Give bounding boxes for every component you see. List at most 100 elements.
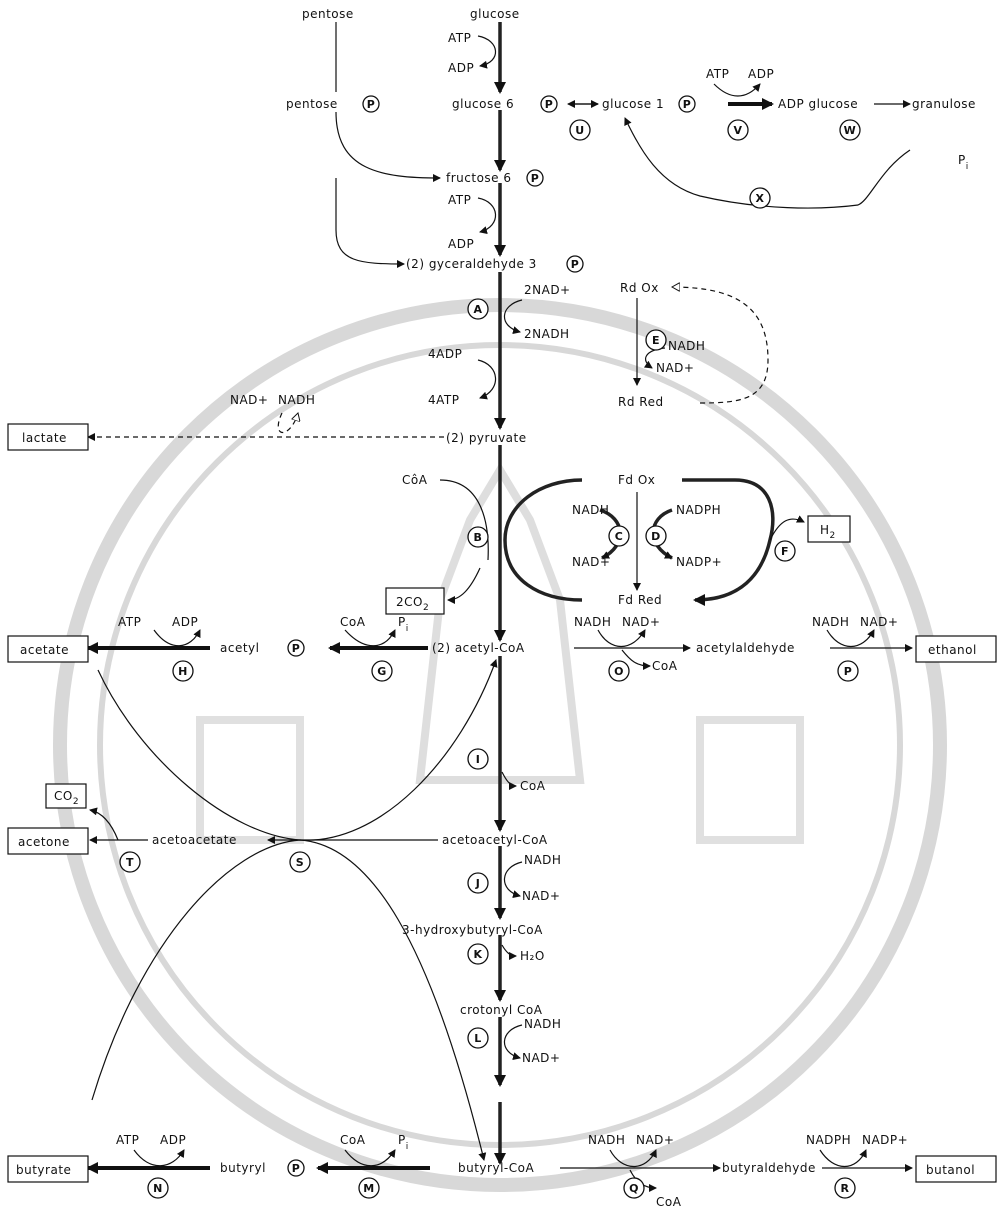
pentose-p-label: pentose <box>286 97 338 111</box>
enzyme-k: K <box>468 944 488 964</box>
nadh-l-label: NADH <box>524 1017 561 1031</box>
phosphate-pentose-text: P <box>367 98 376 111</box>
enzyme-t: T <box>120 852 140 872</box>
pentose-label: pentose <box>302 7 354 21</box>
pi-x-sub: i <box>966 162 969 172</box>
acetyl-p-label: acetyl <box>220 641 259 655</box>
enzyme-j: J <box>468 873 488 893</box>
butyrate-label: butyrate <box>16 1163 71 1177</box>
atp4-label: 4ATP <box>428 393 459 407</box>
enzyme-f: F <box>775 541 795 561</box>
nadh-q-label: NADH <box>588 1133 625 1147</box>
pi-m-main: P <box>398 1133 406 1147</box>
enzyme-j-text: J <box>475 877 481 890</box>
enzyme-p: P <box>838 661 858 681</box>
enzyme-a: A <box>468 299 488 319</box>
nadh-c-label: NADH <box>572 503 609 517</box>
adp-n-label: ADP <box>160 1133 186 1147</box>
co2-main: CO <box>54 789 73 803</box>
phosphate-glucose6: P <box>541 96 557 112</box>
enzyme-c-text: C <box>615 530 624 543</box>
pentose-branch <box>336 22 440 264</box>
nad-e-label: NAD+ <box>656 361 694 375</box>
butyryl-coa-label: butyryl-CoA <box>458 1161 534 1175</box>
fd-ox-label: Fd Ox <box>618 473 655 487</box>
enzyme-t-text: T <box>126 856 134 869</box>
enzyme-m: M <box>359 1178 379 1198</box>
adp4-label: 4ADP <box>428 347 462 361</box>
enzyme-i: I <box>468 749 488 769</box>
enzyme-s-text: S <box>296 856 304 869</box>
granulose-label: granulose <box>912 97 976 111</box>
co2-sub: 2 <box>73 797 79 807</box>
phosphate-fructose6-text: P <box>531 172 540 185</box>
enzyme-h-text: H <box>178 665 188 678</box>
phosphate-pentose: P <box>363 96 379 112</box>
phosphate-acetyl-text: P <box>292 642 301 655</box>
enzyme-v: V <box>728 120 748 140</box>
phosphate-glucose1: P <box>679 96 695 112</box>
phosphate-butyryl-text: P <box>292 1162 301 1175</box>
co2-pyr-main: 2CO <box>396 595 423 609</box>
atp-v-label: ATP <box>706 67 729 81</box>
phosphate-glucose6-text: P <box>545 98 554 111</box>
h2-main: H <box>820 523 830 537</box>
coa-m-label: CoA <box>340 1133 366 1147</box>
enzyme-n: N <box>148 1178 168 1198</box>
nad-o-label: NAD+ <box>622 615 660 629</box>
lactate-branch <box>88 413 444 437</box>
nadh-j-label: NADH <box>524 853 561 867</box>
nadh-e-label: NADH <box>668 339 705 353</box>
enzyme-q: Q <box>624 1178 644 1198</box>
rd-red-label: Rd Red <box>618 395 664 409</box>
phosphate-butyryl: P <box>288 1160 304 1176</box>
enzyme-e: E <box>646 330 666 350</box>
adp-glucose-label: ADP glucose <box>778 97 858 111</box>
pi-m-sub: i <box>406 1142 409 1152</box>
acetylaldehyde-label: acetylaldehyde <box>696 641 795 655</box>
coa-g-label: CoA <box>340 615 366 629</box>
coa-b-label: CôA <box>402 473 428 487</box>
enzyme-w-text: W <box>844 124 857 137</box>
h2-sub: 2 <box>830 531 836 541</box>
coa-i-label: CoA <box>520 779 546 793</box>
atp-n-label: ATP <box>116 1133 139 1147</box>
enzyme-d: D <box>646 526 666 546</box>
nadh-lactate-label: NADH <box>278 393 315 407</box>
enzyme-o: O <box>609 661 629 681</box>
acetoacetyl-coa-label: acetoacetyl-CoA <box>442 833 548 847</box>
enzyme-g-text: G <box>377 665 387 678</box>
enzyme-p-text: P <box>844 665 853 678</box>
enzyme-f-text: F <box>781 545 789 558</box>
enzyme-x: X <box>750 188 770 208</box>
phosphate-fructose6: P <box>527 170 543 186</box>
ethanol-label: ethanol <box>928 643 977 657</box>
butyraldehyde-label: butyraldehyde <box>722 1161 816 1175</box>
enzyme-w: W <box>840 120 860 140</box>
adp-h-label: ADP <box>172 615 198 629</box>
atp-h-label: ATP <box>118 615 141 629</box>
rd-ox-label: Rd Ox <box>620 281 659 295</box>
phosphate-acetyl: P <box>288 640 304 656</box>
enzyme-e-text: E <box>652 334 660 347</box>
atp-label: ATP <box>448 31 471 45</box>
nadh2-label: 2NADH <box>524 327 570 341</box>
nad-p-label: NAD+ <box>860 615 898 629</box>
pi-x-main: P <box>958 153 966 167</box>
coa-q-label: CoA <box>656 1195 682 1209</box>
glucose-label: glucose <box>470 7 520 21</box>
acetyl-coa-label: (2) acetyl-CoA <box>432 641 525 655</box>
pi-g-sub: i <box>406 624 409 634</box>
nadh-o-label: NADH <box>574 615 611 629</box>
fd-red-label: Fd Red <box>618 593 662 607</box>
acetate-label: acetate <box>20 643 69 657</box>
nadp-d-label: NADP+ <box>676 555 722 569</box>
nad-q-label: NAD+ <box>636 1133 674 1147</box>
nadph-d-label: NADPH <box>676 503 721 517</box>
enzyme-u-text: U <box>575 124 584 137</box>
glucose6p-label: glucose 6 <box>452 97 514 111</box>
nad-lactate-label: NAD+ <box>230 393 268 407</box>
pyruvate-label: (2) pyruvate <box>446 431 527 445</box>
nad-l-label: NAD+ <box>522 1051 560 1065</box>
